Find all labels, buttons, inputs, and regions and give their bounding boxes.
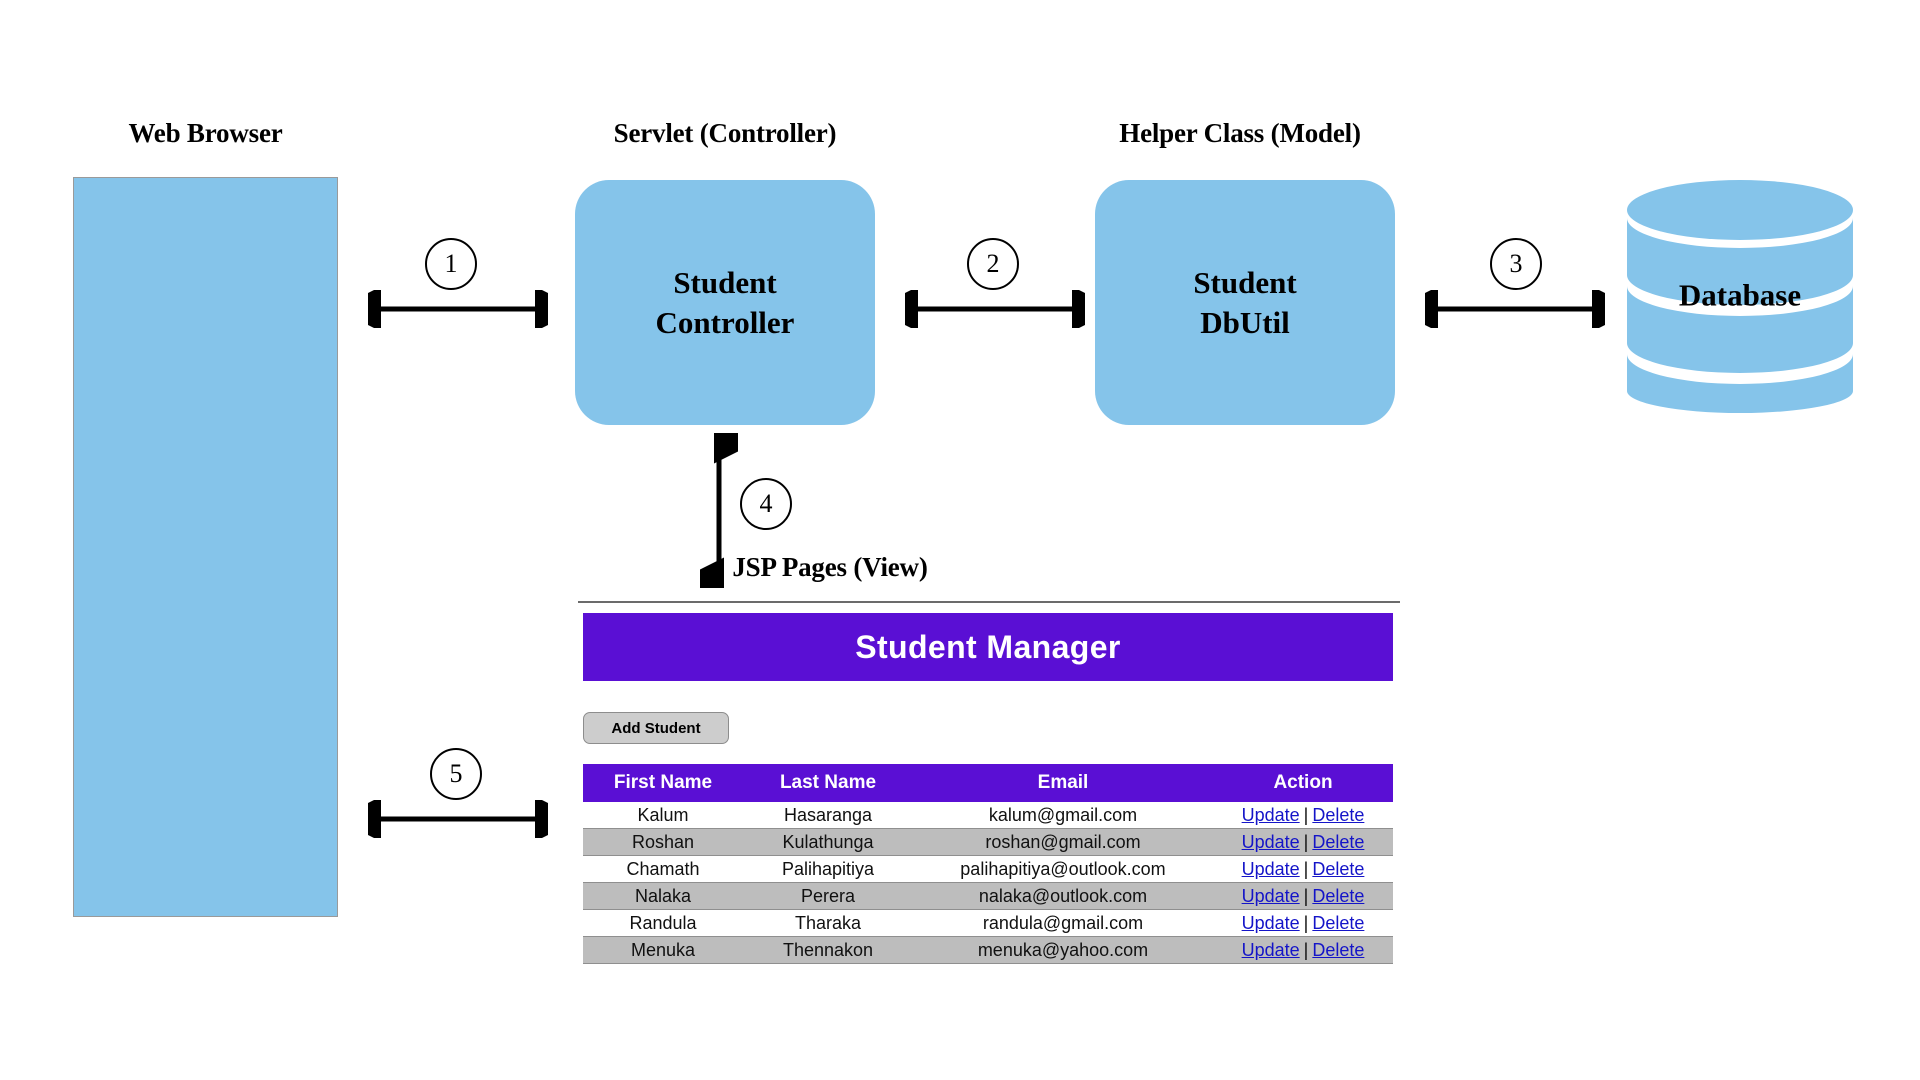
cell-last-name: Palihapitiya xyxy=(743,855,913,883)
student-dbutil-box[interactable]: Student DbUtil xyxy=(1095,180,1395,425)
cell-last-name: Thennakon xyxy=(743,936,913,964)
delete-link[interactable]: Delete xyxy=(1312,939,1365,960)
update-link[interactable]: Update xyxy=(1241,831,1300,852)
flow-badge-2: 2 xyxy=(967,238,1019,290)
cell-first-name: Roshan xyxy=(583,828,743,856)
database-cylinder[interactable]: Database xyxy=(1625,178,1855,413)
student-controller-box[interactable]: Student Controller xyxy=(575,180,875,425)
delete-link[interactable]: Delete xyxy=(1312,831,1365,852)
cell-email: roshan@gmail.com xyxy=(913,828,1213,856)
cell-first-name: Kalum xyxy=(583,802,743,829)
cell-action: Update|Delete xyxy=(1213,909,1393,937)
delete-link[interactable]: Delete xyxy=(1312,804,1365,825)
table-row: Roshan Kulathunga roshan@gmail.com Updat… xyxy=(583,828,1393,856)
column-header-last-name[interactable]: Last Name xyxy=(743,764,913,802)
flow-badge-1: 1 xyxy=(425,238,477,290)
database-icon xyxy=(1627,180,1853,413)
cell-email: kalum@gmail.com xyxy=(913,802,1213,829)
cell-email: palihapitiya@outlook.com xyxy=(913,855,1213,883)
student-dbutil-label: Student DbUtil xyxy=(1193,264,1297,340)
add-student-button[interactable]: Add Student xyxy=(583,712,729,744)
action-separator: | xyxy=(1303,912,1309,933)
cell-last-name: Hasaranga xyxy=(743,802,913,829)
cell-action: Update|Delete xyxy=(1213,828,1393,856)
student-controller-label: Student Controller xyxy=(655,264,795,340)
update-link[interactable]: Update xyxy=(1241,912,1300,933)
table-row: Randula Tharaka randula@gmail.com Update… xyxy=(583,909,1393,937)
cell-first-name: Chamath xyxy=(583,855,743,883)
banner-title: Student Manager xyxy=(855,628,1121,665)
column-header-email[interactable]: Email xyxy=(913,764,1213,802)
update-link[interactable]: Update xyxy=(1241,885,1300,906)
cell-first-name: Randula xyxy=(583,909,743,937)
students-table: First Name Last Name Email Action Kalum … xyxy=(583,764,1393,964)
caption-web-browser: Web Browser xyxy=(128,118,283,148)
cell-action: Update|Delete xyxy=(1213,882,1393,910)
column-header-action[interactable]: Action xyxy=(1213,764,1393,802)
update-link[interactable]: Update xyxy=(1241,939,1300,960)
column-header-first-name[interactable]: First Name xyxy=(583,764,743,802)
cell-first-name: Nalaka xyxy=(583,882,743,910)
cell-last-name: Kulathunga xyxy=(743,828,913,856)
table-row: Chamath Palihapitiya palihapitiya@outloo… xyxy=(583,855,1393,883)
arrow-1-browser-controller xyxy=(336,286,580,333)
action-separator: | xyxy=(1303,885,1309,906)
web-browser-box[interactable] xyxy=(73,177,338,917)
update-link[interactable]: Update xyxy=(1241,858,1300,879)
table-row: Kalum Hasaranga kalum@gmail.com Update|D… xyxy=(583,802,1393,829)
action-separator: | xyxy=(1303,831,1309,852)
caption-jsp-pages-view: JSP Pages (View) xyxy=(732,552,928,582)
cell-last-name: Tharaka xyxy=(743,909,913,937)
delete-link[interactable]: Delete xyxy=(1312,858,1365,879)
student-manager-banner: Student Manager xyxy=(583,613,1393,681)
delete-link[interactable]: Delete xyxy=(1312,912,1365,933)
flow-badge-5: 5 xyxy=(430,748,482,800)
cell-email: randula@gmail.com xyxy=(913,909,1213,937)
cell-email: menuka@yahoo.com xyxy=(913,936,1213,964)
action-separator: | xyxy=(1303,858,1309,879)
cell-email: nalaka@outlook.com xyxy=(913,882,1213,910)
table-row: Nalaka Perera nalaka@outlook.com Update|… xyxy=(583,882,1393,910)
update-link[interactable]: Update xyxy=(1241,804,1300,825)
table-row: Menuka Thennakon menuka@yahoo.com Update… xyxy=(583,936,1393,964)
arrow-4-controller-jsp xyxy=(679,418,759,603)
page-divider xyxy=(578,601,1400,603)
flow-badge-4: 4 xyxy=(740,478,792,530)
action-separator: | xyxy=(1303,939,1309,960)
cell-last-name: Perera xyxy=(743,882,913,910)
action-separator: | xyxy=(1303,804,1309,825)
caption-helper-class-model: Helper Class (Model) xyxy=(1119,118,1361,148)
delete-link[interactable]: Delete xyxy=(1312,885,1365,906)
arrow-2-controller-dbutil xyxy=(873,286,1117,333)
arrow-3-dbutil-database xyxy=(1393,286,1637,333)
cell-first-name: Menuka xyxy=(583,936,743,964)
flow-badge-3: 3 xyxy=(1490,238,1542,290)
arrow-5-browser-jsp xyxy=(336,796,580,843)
cell-action: Update|Delete xyxy=(1213,855,1393,883)
cell-action: Update|Delete xyxy=(1213,802,1393,829)
cell-action: Update|Delete xyxy=(1213,936,1393,964)
table-header-row: First Name Last Name Email Action xyxy=(583,764,1393,802)
caption-servlet-controller: Servlet (Controller) xyxy=(613,118,837,148)
